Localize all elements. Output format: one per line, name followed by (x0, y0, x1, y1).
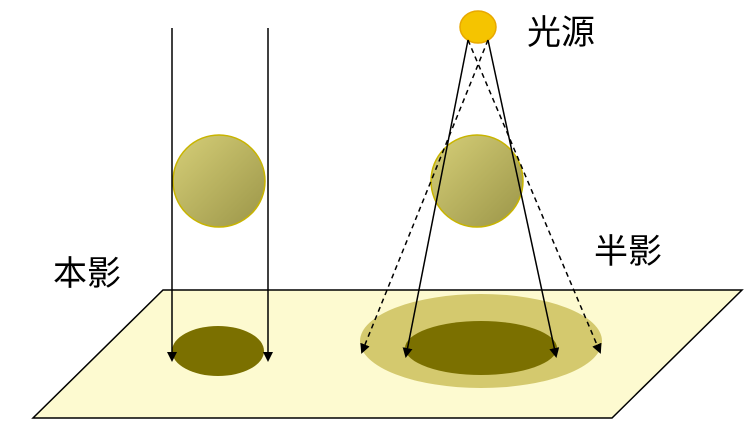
sphere-right (430, 134, 524, 228)
penumbra-ray (360, 39, 489, 354)
umbra-region-left (172, 326, 264, 376)
umbra-ray (402, 39, 469, 358)
label-light-source: 光源 (527, 13, 595, 53)
penumbra-ray (467, 39, 602, 354)
umbra-ray (487, 39, 560, 358)
light-source (459, 10, 497, 44)
label-penumbra: 半影 (594, 232, 662, 272)
sphere-left (172, 134, 266, 228)
label-umbra: 本影 (53, 254, 121, 294)
umbra-region-right (405, 321, 557, 375)
